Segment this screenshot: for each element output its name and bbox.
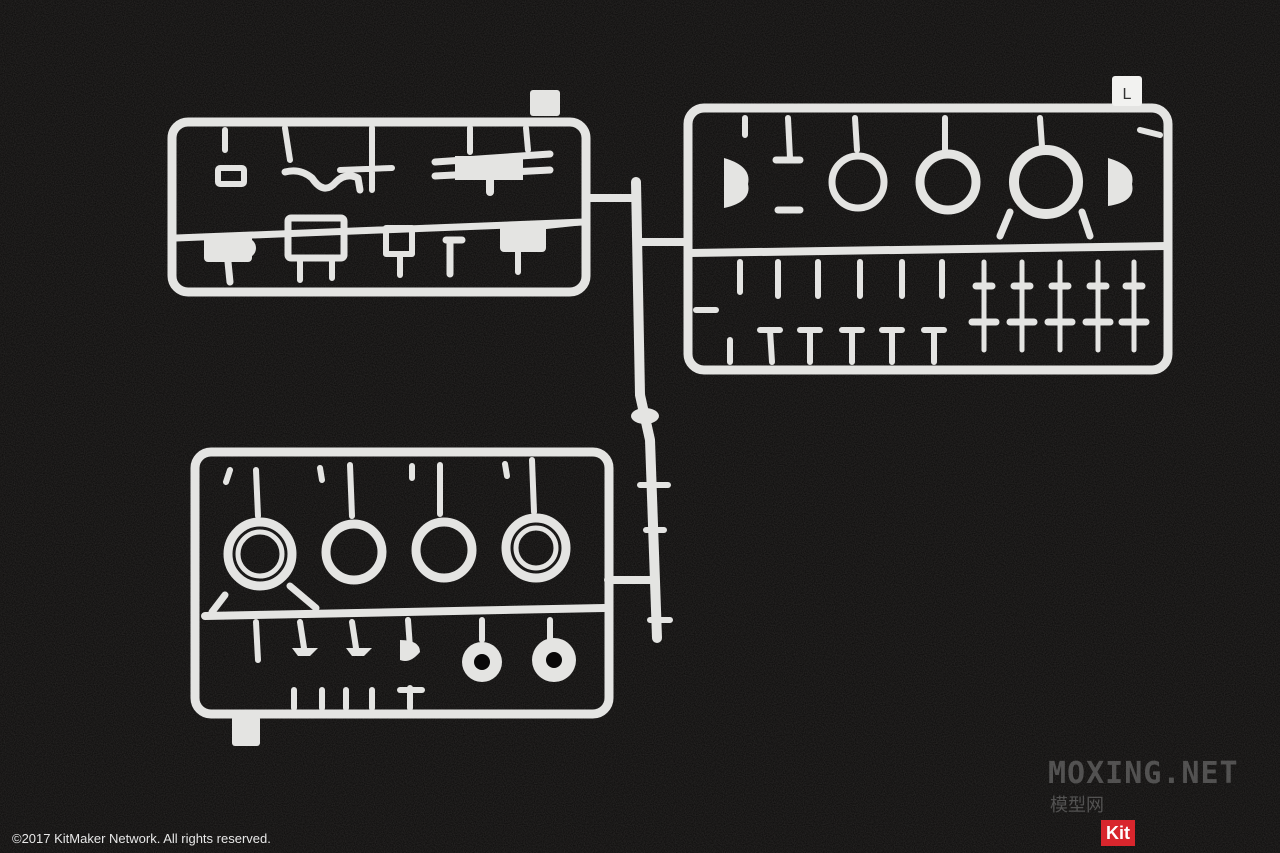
copyright-text: ©2017 KitMaker Network. All rights reser… [12,831,271,846]
watermark-subtitle: 模型网 [1050,795,1104,816]
sprue-frame-upper-left [167,90,591,297]
kit-logo-badge: Kit [1101,820,1135,846]
sprue-frame-lower-left [190,447,614,746]
main-runner [582,177,692,643]
sprue-frame-upper-right [683,76,1173,375]
sprue-tab-label: L [1123,86,1132,103]
watermark-logo: MOXING.NET [1048,756,1239,791]
